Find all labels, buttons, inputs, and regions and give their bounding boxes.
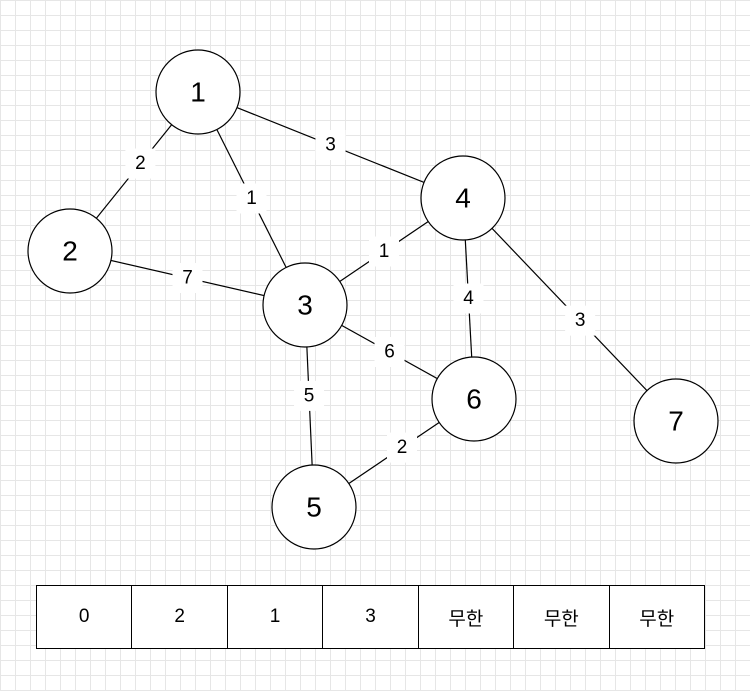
edge-weight-4-7: 3 <box>575 310 586 331</box>
edges <box>69 91 677 508</box>
distance-cell-1: 0 <box>35 585 133 649</box>
edge-label-bg-2-3 <box>172 263 203 293</box>
node-5: 5 <box>271 464 357 550</box>
distance-cell-2: 2 <box>131 585 228 649</box>
edge-weight-1-4: 3 <box>325 135 336 156</box>
node-label-2: 2 <box>62 236 78 267</box>
node-circle-5 <box>271 464 357 550</box>
node-circle-1 <box>155 49 241 135</box>
distance-cell-4: 3 <box>322 585 419 649</box>
edge-weight-4-6: 4 <box>463 288 474 309</box>
node-7: 7 <box>633 378 719 464</box>
node-6: 6 <box>431 356 517 442</box>
node-2: 2 <box>27 208 113 294</box>
edge-label-bg-4-6 <box>453 283 484 314</box>
edge-label-bg-1-4 <box>315 130 346 160</box>
distance-table: 0 2 1 3 무한 무한 무한 <box>35 585 706 649</box>
edge-weight-3-6: 6 <box>384 342 395 363</box>
distance-cell-3: 1 <box>226 585 324 649</box>
node-circle-4 <box>420 155 506 241</box>
node-circle-3 <box>262 262 348 348</box>
edge-weight-1-2: 2 <box>135 153 146 174</box>
edge-label-bg-1-2 <box>125 148 156 179</box>
node-circle-6 <box>431 356 517 442</box>
distance-cell-5: 무한 <box>417 585 515 649</box>
node-1: 1 <box>155 49 241 135</box>
edge-weight-2-3: 7 <box>182 268 193 289</box>
nodes: 1 2 3 4 5 6 7 <box>27 49 719 550</box>
edge-label-bg-3-6 <box>374 337 405 367</box>
node-label-5: 5 <box>306 492 322 523</box>
distance-cell-6: 무한 <box>513 585 610 649</box>
edge-label-bg-3-4 <box>369 236 399 267</box>
node-label-1: 1 <box>190 77 206 108</box>
node-4: 4 <box>420 155 506 241</box>
node-label-4: 4 <box>455 183 471 214</box>
edge-weight-1-3: 1 <box>246 188 257 209</box>
edge-weight-6-5: 2 <box>397 437 408 458</box>
edge-label-bg-1-3 <box>236 183 267 214</box>
edge-weight-3-5: 5 <box>304 385 315 406</box>
node-label-3: 3 <box>297 290 313 321</box>
node-label-6: 6 <box>466 384 482 415</box>
edge-label-bg-6-5 <box>387 432 417 463</box>
edge-label-bg-4-7 <box>565 305 596 336</box>
edge-weight-3-4: 1 <box>379 241 390 262</box>
node-circle-7 <box>633 378 719 464</box>
node-3: 3 <box>262 262 348 348</box>
distance-row: 0 2 1 3 무한 무한 무한 <box>35 585 706 649</box>
distance-cell-7: 무한 <box>608 585 706 649</box>
edge-label-bg-3-5 <box>294 380 325 411</box>
node-circle-2 <box>27 208 113 294</box>
node-label-7: 7 <box>668 406 684 437</box>
